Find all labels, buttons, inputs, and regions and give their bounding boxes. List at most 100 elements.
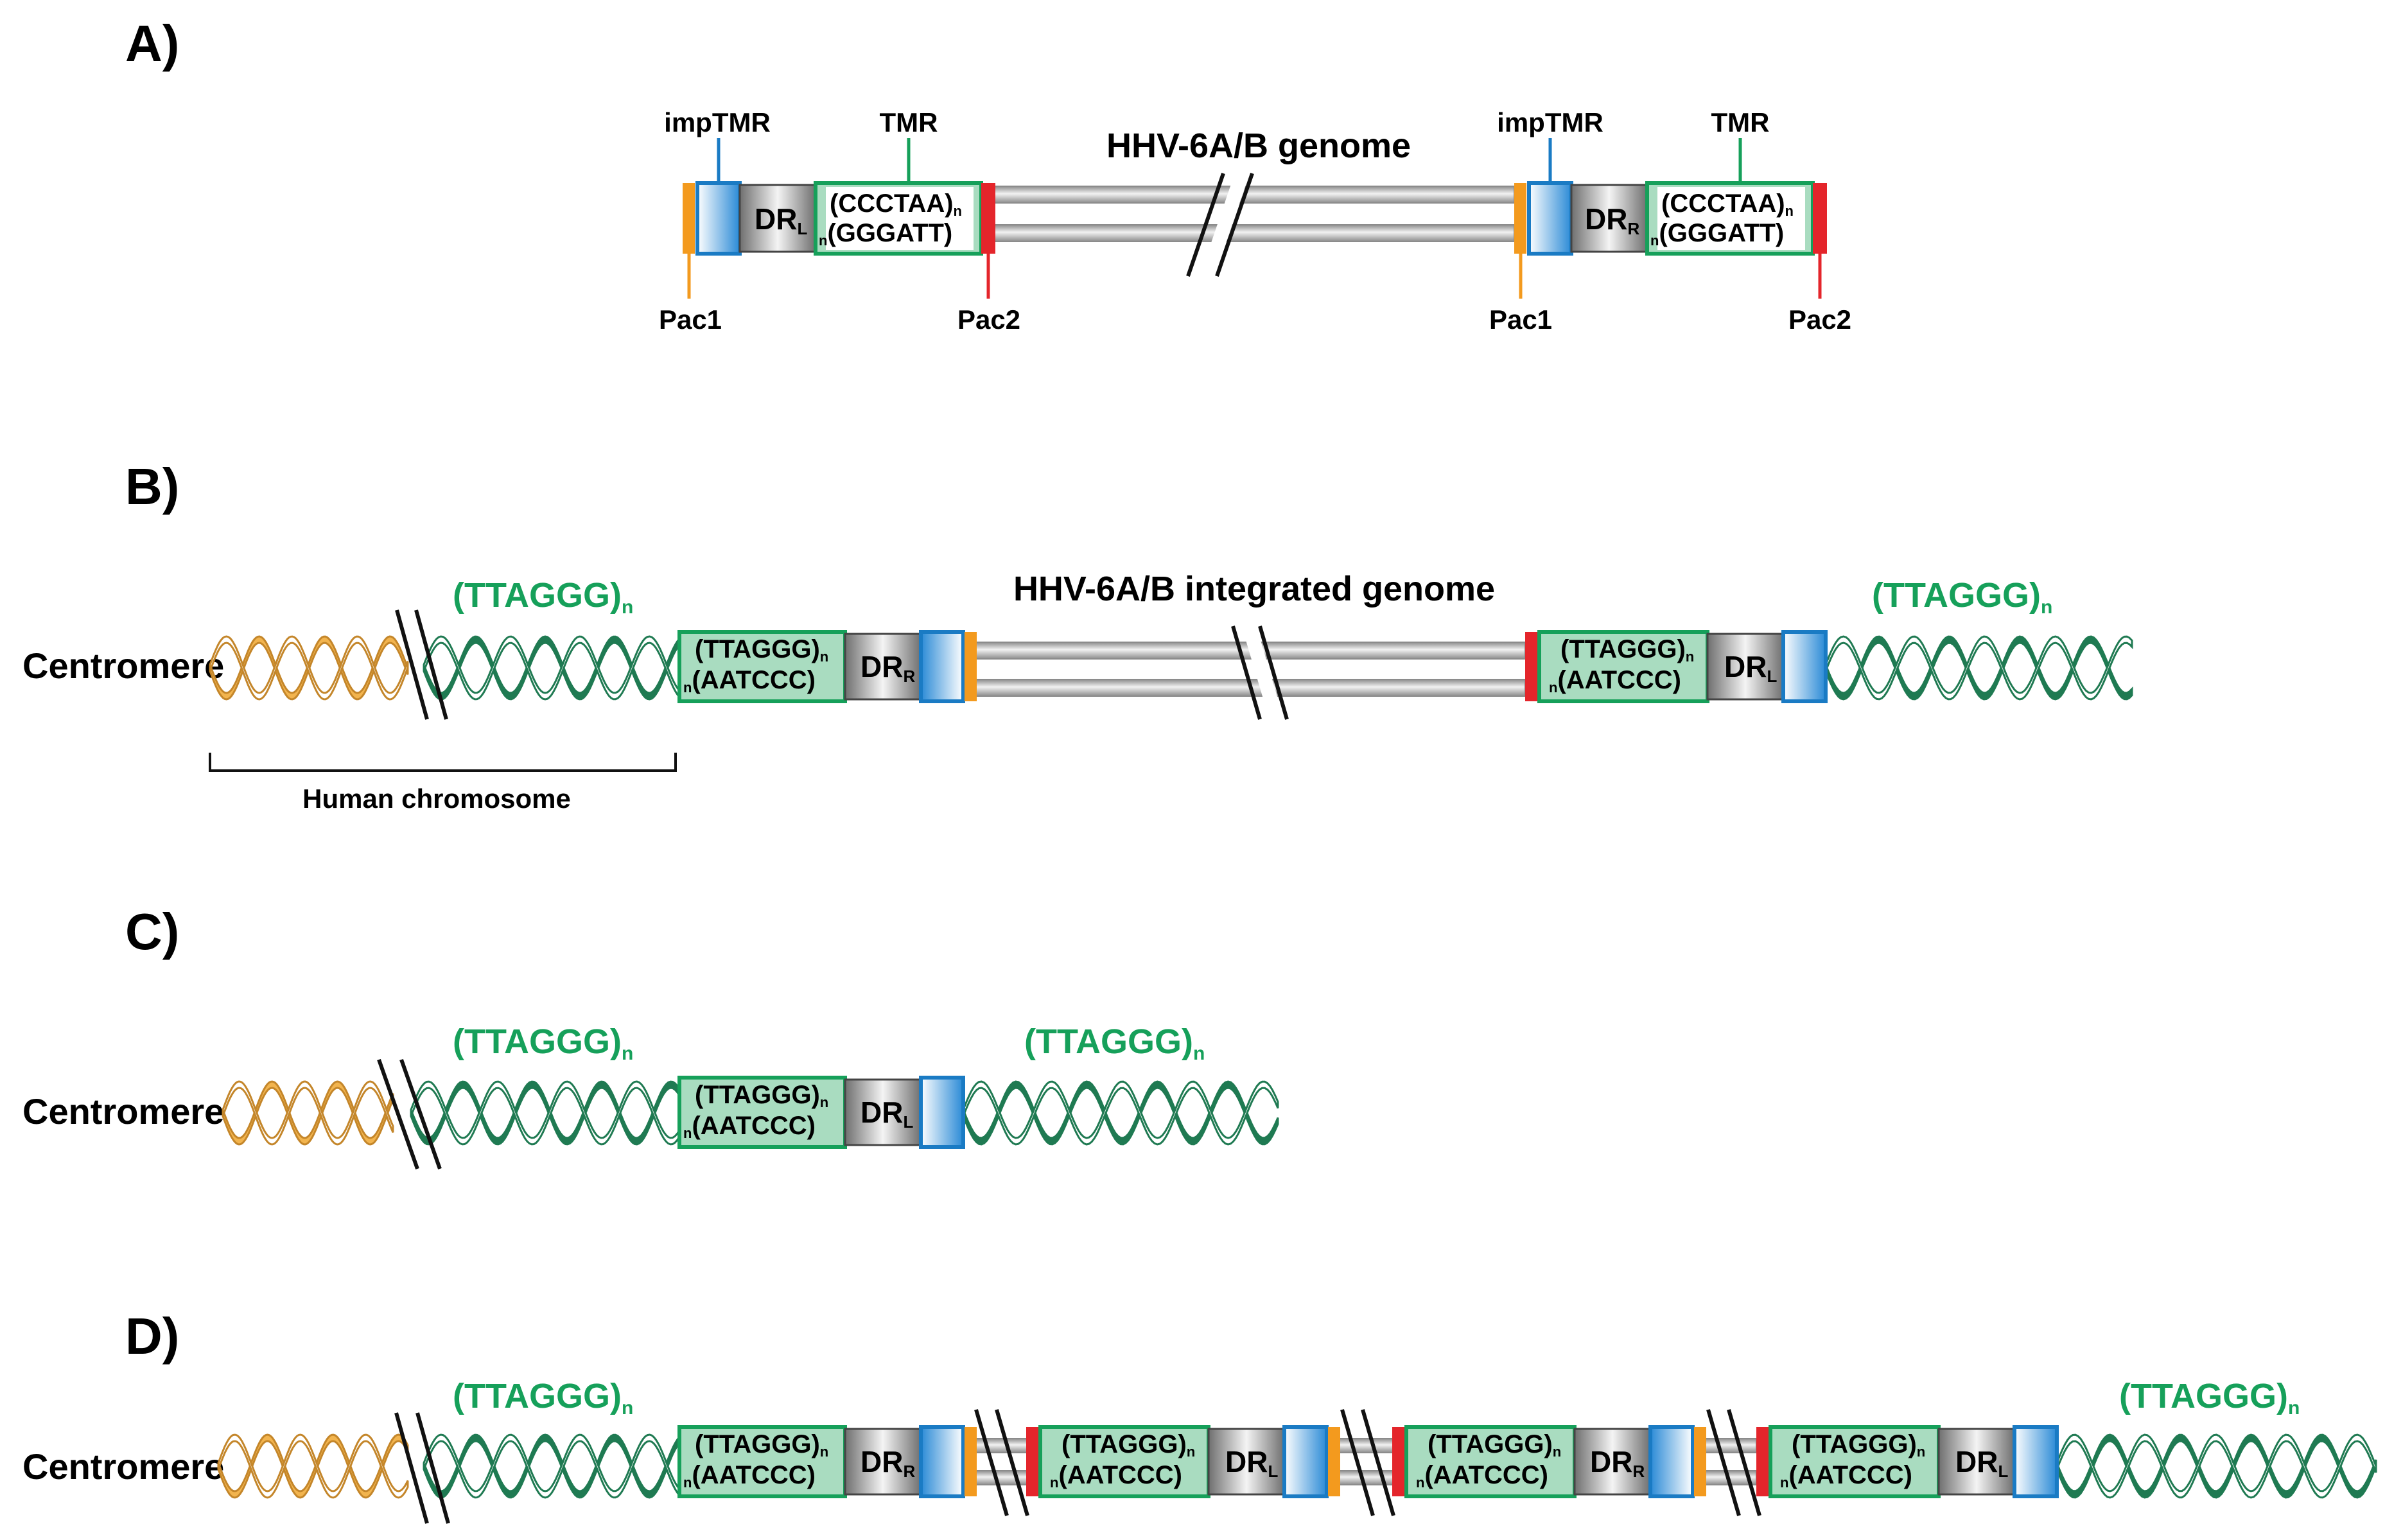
helix-human bbox=[222, 1080, 394, 1146]
dr-r-box bbox=[1570, 184, 1648, 253]
svg-text:(TTAGGG)n: (TTAGGG)n bbox=[1792, 1430, 1925, 1460]
helix-telomere-left bbox=[423, 635, 681, 701]
helix-strand bbox=[1824, 635, 2133, 701]
repeat-top-sub: n bbox=[1785, 203, 1794, 219]
svg-text:n(GGGATT): n(GGGATT) bbox=[1650, 219, 1784, 249]
dr-l-box bbox=[738, 184, 817, 253]
pac2-site bbox=[1813, 183, 1827, 254]
repeat-top: (CCCTAA) bbox=[830, 189, 954, 218]
svg-text:(CCCTAA)n: (CCCTAA)n bbox=[1661, 189, 1794, 219]
panel-a: A) HHV-6A/B genome DRL (CCCTAA)n n(GGGAT… bbox=[125, 15, 1851, 335]
helix-telomere-left bbox=[423, 1433, 681, 1499]
panel-c: C) Centromere (TTAGGG)n (TTAGGG)n (TTAGG… bbox=[22, 903, 1279, 1169]
panel-b-label: B) bbox=[125, 458, 179, 515]
svg-text:DRL: DRL bbox=[1724, 650, 1777, 686]
bracket-label: Human chromosome bbox=[302, 783, 571, 814]
imptmr-label: impTMR bbox=[1497, 107, 1603, 137]
telomere-left-label: (TTAGGG)n bbox=[453, 576, 633, 618]
centromere-label: Centromere bbox=[22, 1446, 224, 1487]
telomere-right-label: (TTAGGG)n bbox=[1872, 576, 2052, 618]
dr-label: DR bbox=[1585, 202, 1627, 236]
centromere-label: Centromere bbox=[22, 1091, 224, 1132]
pac1-site bbox=[683, 183, 695, 254]
repeat-top-sub: n bbox=[954, 203, 962, 219]
svg-text:DRR: DRR bbox=[861, 650, 915, 686]
helix-telomere-right bbox=[962, 1080, 1279, 1146]
imptmr-box bbox=[695, 181, 742, 256]
panel-a-genome-title: HHV-6A/B genome bbox=[1106, 127, 1411, 165]
pac1-label: Pac1 bbox=[659, 304, 722, 335]
helix-strand bbox=[2056, 1433, 2377, 1499]
svg-text:(TTAGGG)n: (TTAGGG)n bbox=[1428, 1430, 1561, 1460]
panel-b-break-marks bbox=[1231, 624, 1289, 722]
helix-telomere-left bbox=[410, 1080, 681, 1146]
imptmr-box bbox=[1282, 1425, 1329, 1498]
telomere-left-label: (TTAGGG)n bbox=[453, 1022, 633, 1064]
helix-strand bbox=[217, 1433, 409, 1499]
svg-text:DRR: DRR bbox=[861, 1445, 915, 1481]
svg-text:n(AATCCC): n(AATCCC) bbox=[1416, 1461, 1548, 1491]
concatemer-block-4: (TTAGGG)n n(AATCCC) DRL bbox=[1756, 1425, 2059, 1498]
repeat-bottom: (GGGATT) bbox=[1659, 219, 1784, 247]
panel-c-label: C) bbox=[125, 903, 179, 960]
tmr-box bbox=[1537, 630, 1709, 703]
imptmr-box bbox=[919, 630, 965, 703]
svg-text:n(AATCCC): n(AATCCC) bbox=[1050, 1461, 1182, 1491]
dr-l-box bbox=[1937, 1428, 2016, 1496]
dr-subscript: R bbox=[1627, 219, 1639, 238]
pac1-label: Pac1 bbox=[1489, 304, 1552, 335]
imptmr-box bbox=[1648, 1425, 1695, 1498]
tmr-box bbox=[677, 1076, 847, 1149]
tmr-box bbox=[1038, 1425, 1210, 1498]
chromosome-break-marks bbox=[377, 1059, 442, 1169]
chromosome-break-marks bbox=[395, 609, 448, 720]
svg-text:(TTAGGG)n: (TTAGGG)n bbox=[1560, 635, 1694, 665]
pac2-site bbox=[981, 183, 995, 254]
tmr-label: TMR bbox=[880, 107, 938, 137]
imptmr-box bbox=[2013, 1425, 2059, 1498]
dr-r-box bbox=[844, 1428, 922, 1496]
helix-human bbox=[217, 1433, 409, 1499]
tmr-box bbox=[677, 630, 847, 703]
pac1-site bbox=[965, 632, 977, 701]
pac1-site bbox=[965, 1427, 977, 1496]
pac1-site bbox=[1328, 1427, 1340, 1496]
integrated-single-dr: (TTAGGG)n n(AATCCC) DRL bbox=[677, 1076, 965, 1149]
helix-strand bbox=[1824, 635, 2133, 701]
svg-text:n(AATCCC): n(AATCCC) bbox=[683, 666, 816, 696]
pac2-site bbox=[1756, 1427, 1770, 1496]
svg-text:DRL: DRL bbox=[861, 1096, 913, 1132]
pac1-site bbox=[1514, 183, 1526, 254]
dr-label: DR bbox=[755, 202, 797, 236]
svg-text:n(AATCCC): n(AATCCC) bbox=[1549, 666, 1681, 696]
tmr-inner bbox=[1657, 187, 1805, 250]
pac2-site bbox=[1026, 1427, 1040, 1496]
tmr-box bbox=[677, 1425, 847, 1498]
repeat-bottom: (GGGATT) bbox=[827, 219, 952, 247]
imptmr-box bbox=[919, 1076, 965, 1149]
helix-strand bbox=[217, 1433, 409, 1499]
svg-text:DRR: DRR bbox=[1585, 202, 1639, 238]
svg-text:DRR: DRR bbox=[1590, 1445, 1645, 1481]
telomere-right-label: (TTAGGG)n bbox=[1024, 1022, 1205, 1064]
svg-text:n(AATCCC): n(AATCCC) bbox=[1780, 1461, 1912, 1491]
integrated-end-left: (TTAGGG)n n(AATCCC) DRR bbox=[677, 630, 977, 703]
svg-text:(TTAGGG)n: (TTAGGG)n bbox=[1061, 1430, 1195, 1460]
dr-subscript: L bbox=[797, 219, 807, 238]
concatemer-block-3: (TTAGGG)n n(AATCCC) DRR bbox=[1392, 1425, 1706, 1498]
helix-strand bbox=[410, 1080, 681, 1146]
concatemer-block-1: (TTAGGG)n n(AATCCC) DRR bbox=[677, 1425, 977, 1498]
human-chromosome-bracket: Human chromosome bbox=[209, 753, 677, 814]
panel-a-left-end: DRL (CCCTAA)n n(GGGATT) impTMR TMR Pac1 … bbox=[659, 107, 1020, 335]
imptmr-label: impTMR bbox=[664, 107, 771, 137]
svg-text:n(AATCCC): n(AATCCC) bbox=[683, 1461, 816, 1491]
integrated-end-right: (TTAGGG)n n(AATCCC) DRL bbox=[1525, 630, 1828, 703]
pac2-site bbox=[1392, 1427, 1406, 1496]
panel-d-label: D) bbox=[125, 1308, 179, 1365]
concatemer-block-2: (TTAGGG)n n(AATCCC) DRL bbox=[1026, 1425, 1340, 1498]
repeat-bottom-pre: n bbox=[1650, 232, 1659, 249]
pac1-site bbox=[1694, 1427, 1706, 1496]
pac2-label: Pac2 bbox=[957, 304, 1020, 335]
helix-strand bbox=[222, 1080, 394, 1146]
